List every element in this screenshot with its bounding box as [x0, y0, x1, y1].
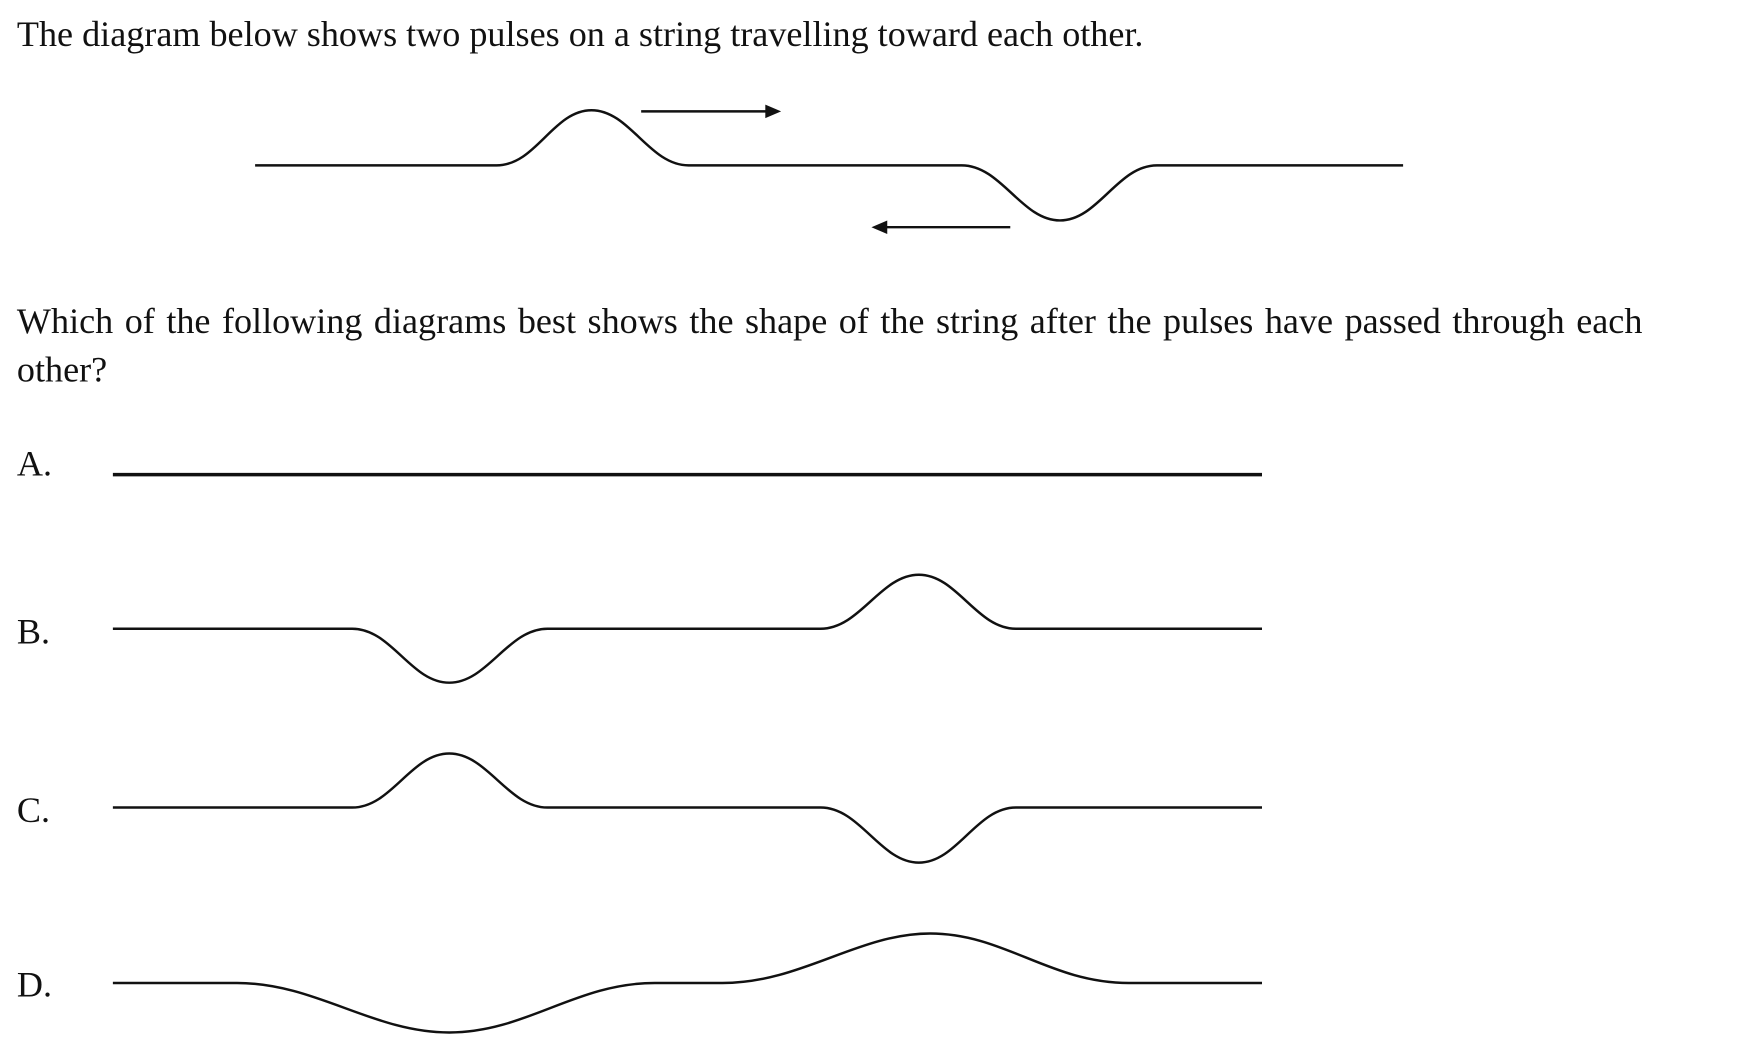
- option-b-string: [112, 573, 1262, 684]
- option-b-label[interactable]: B.: [16, 610, 51, 652]
- initial-string-diagram: [255, 104, 1404, 234]
- option-d-label[interactable]: D.: [16, 963, 53, 1005]
- option-a-label[interactable]: A.: [16, 443, 53, 484]
- left-arrow-icon: [871, 220, 888, 234]
- option-c-string: [112, 752, 1262, 864]
- string-with-pulses: [255, 108, 1404, 222]
- right-arrow-icon: [765, 104, 782, 119]
- question-text: Which of the following diagrams best sho…: [16, 300, 1643, 390]
- option-d-string: [112, 932, 1262, 1034]
- option-c-label[interactable]: C.: [16, 789, 51, 831]
- intro-text: The diagram below shows two pulses on a …: [16, 13, 1144, 54]
